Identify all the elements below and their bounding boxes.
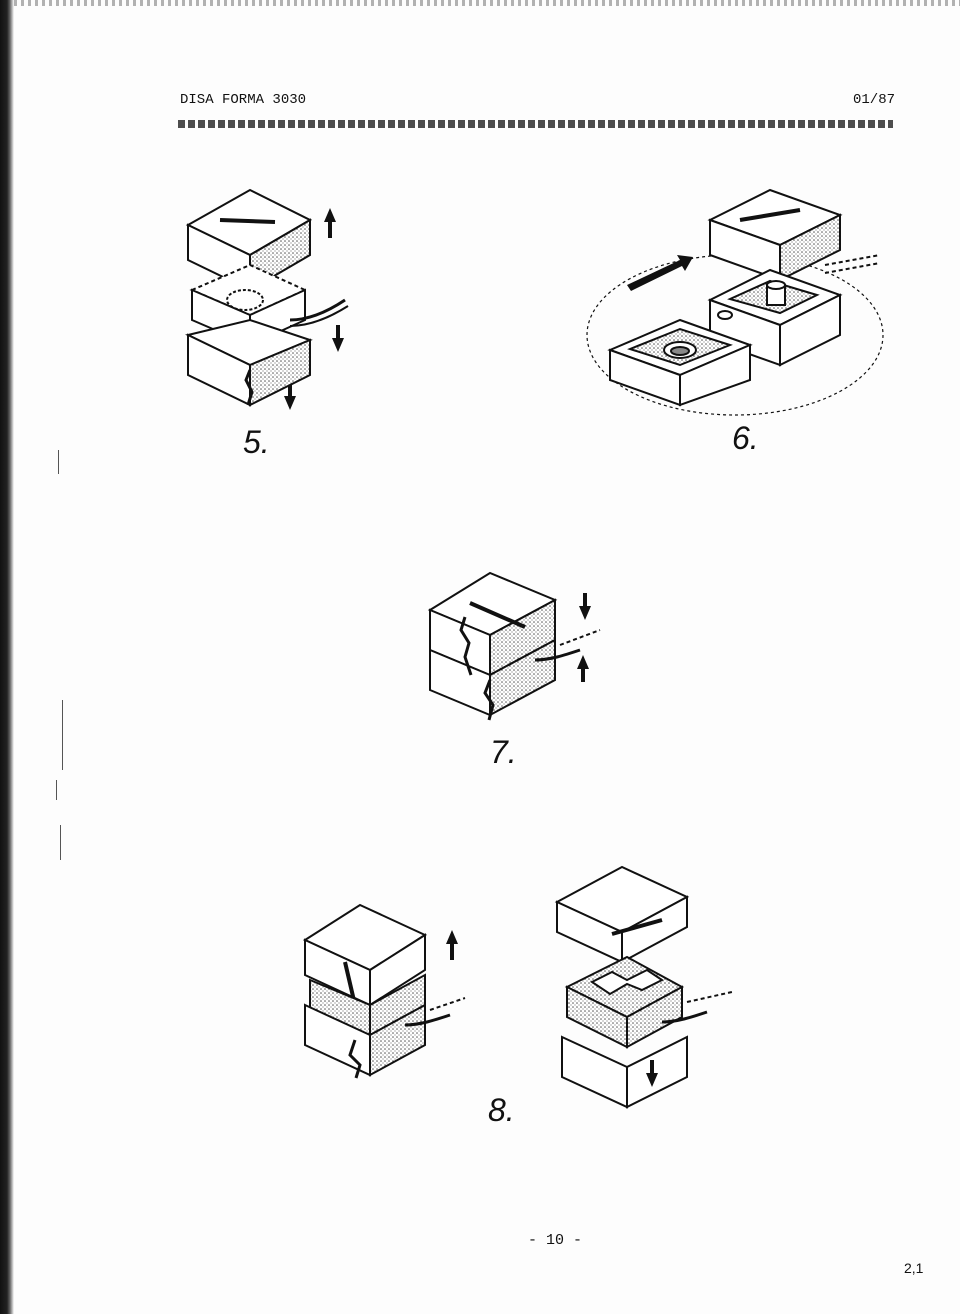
figure-7-label: 7. — [490, 734, 517, 770]
figure-5-drawing — [180, 180, 370, 420]
figure-6-label: 6. — [732, 420, 759, 456]
header-rule — [178, 120, 893, 128]
figure-8-label: 8. — [488, 1092, 515, 1128]
left-margin-marks — [50, 450, 80, 950]
figure-5-label: 5. — [243, 424, 270, 460]
figure-8-drawing-left — [300, 900, 475, 1080]
page-number: - 10 - — [527, 1232, 582, 1249]
corner-code: 2,1 — [904, 1260, 924, 1276]
page-header: DISA FORMA 3030 01/87 — [180, 92, 895, 112]
figure-7-drawing — [425, 565, 615, 730]
figure-6-drawing — [585, 175, 885, 425]
figure-8-drawing-right — [552, 862, 742, 1112]
document-date: 01/87 — [852, 92, 895, 108]
document-title: DISA FORMA 3030 — [180, 92, 307, 108]
scan-binding-shadow — [0, 0, 14, 1314]
scan-top-edge — [14, 0, 960, 6]
